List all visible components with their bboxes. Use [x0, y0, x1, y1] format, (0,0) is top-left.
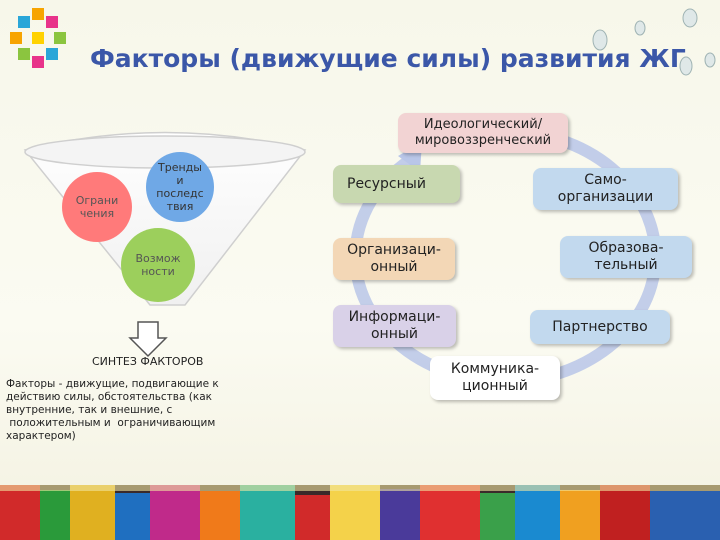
synthesis-label: СИНТЕЗ ФАКТОРОВ: [92, 355, 204, 368]
factor-informational: Информаци-онный: [333, 305, 456, 347]
slide-title: Факторы (движущие силы) развития ЖГ: [90, 44, 686, 73]
factor-resource: Ресурсный: [333, 165, 460, 203]
factor-ideological: Идеологический/мировоззренческий: [398, 113, 568, 153]
factor-communication: Коммуника-ционный: [430, 356, 560, 400]
arrow-down-icon: [128, 321, 168, 358]
water-drops-decoration: [592, 8, 716, 76]
city-photo-strip: [0, 485, 720, 540]
factor-partnership: Партнерство: [530, 310, 670, 344]
factor-self-organization: Само-организации: [533, 168, 678, 210]
logo-icon: [10, 8, 66, 68]
synthesis-description: Факторы - движущие, подвигающие к действ…: [6, 378, 219, 442]
factor-educational: Образова-тельный: [560, 236, 692, 278]
factor-organizational: Организаци-онный: [333, 238, 455, 280]
